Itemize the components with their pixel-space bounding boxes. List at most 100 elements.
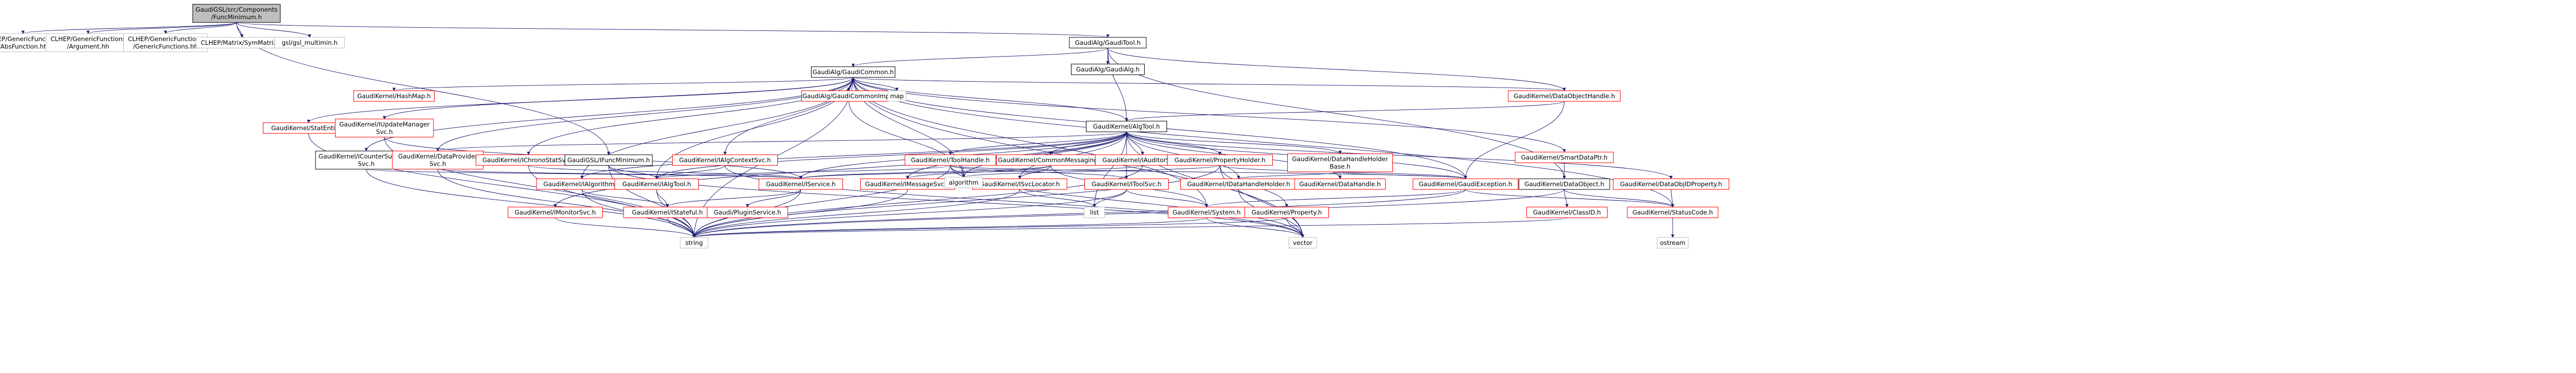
graph-node-n43[interactable]: GaudiKernel/System.h xyxy=(1168,207,1246,218)
graph-node-n25[interactable]: GaudiKernel/PropertyHolder.h xyxy=(1167,154,1273,166)
graph-node-n44[interactable]: GaudiKernel/Property.h xyxy=(1244,207,1329,218)
graph-node-n22[interactable]: GaudiKernel/ToolHandle.h xyxy=(904,154,996,166)
edge-n23-n32 xyxy=(1018,165,1051,179)
edge-n18-n29 xyxy=(608,165,659,179)
node-box xyxy=(1287,153,1393,172)
node-box xyxy=(335,118,434,138)
graph-node-n8[interactable]: GaudiAlg/GaudiCommon.h xyxy=(811,66,895,78)
node-label: GaudiKernel/DataObject.h xyxy=(1524,180,1604,188)
edge-n17-n47 xyxy=(528,165,696,238)
graph-node-n30[interactable]: GaudiKernel/IService.h xyxy=(759,178,843,190)
node-box xyxy=(1069,37,1147,49)
edge-n22-n29 xyxy=(655,165,951,179)
graph-node-n23[interactable]: GaudiKernel/CommonMessaging.h xyxy=(996,154,1105,166)
graph-node-n28[interactable]: GaudiKernel/IMonitorSvc.h xyxy=(508,207,603,218)
edge-n44-n47 xyxy=(692,217,1287,238)
graph-node-n18[interactable]: GaudiGSL/IFuncMinimum.h xyxy=(564,154,653,166)
node-label: GaudiKernel/PropertyHolder.h xyxy=(1175,156,1265,164)
graph-node-n48: vector xyxy=(1288,237,1317,249)
node-label: list xyxy=(1090,209,1099,216)
node-box xyxy=(707,207,788,218)
graph-node-n11: map xyxy=(887,90,907,102)
node-box xyxy=(759,178,843,190)
graph-node-n38[interactable]: GaudiKernel/DataObjIDProperty.h xyxy=(1613,178,1729,190)
node-box xyxy=(615,178,699,190)
node-box xyxy=(1084,178,1169,190)
edge-n25-n48 xyxy=(1219,165,1305,238)
node-box xyxy=(1508,90,1621,102)
node-label: GaudiKernel/HashMap.h xyxy=(357,92,431,100)
graph-node-n41[interactable]: GaudiKernel/IStateful.h xyxy=(623,207,712,218)
graph-node-n17[interactable]: GaudiKernel/IChronoStatSvc.h xyxy=(476,154,581,166)
node-label: GaudiKernel/ISvcLocator.h xyxy=(980,180,1060,188)
node-box xyxy=(1518,178,1610,190)
graph-node-n10[interactable]: GaudiAlg/GaudiCommonImp.h xyxy=(801,90,896,102)
node-label: GaudiKernel/DataObjIDProperty.h xyxy=(1620,180,1722,188)
edge-n20-n16 xyxy=(436,131,1127,152)
edge-n20-n38 xyxy=(1126,131,1673,179)
node-label: GaudiKernel/IAlgContextSvc.h xyxy=(679,156,771,164)
node-box xyxy=(1086,121,1167,132)
node-box xyxy=(1613,178,1729,190)
graph-node-n29[interactable]: GaudiKernel/IAlgTool.h xyxy=(615,178,699,190)
node-label: GaudiGSL/src/Components xyxy=(195,6,278,13)
graph-node-n33[interactable]: GaudiKernel/IToolSvc.h xyxy=(1084,178,1169,190)
node-label: GaudiKernel/IAlgTool.h xyxy=(623,180,691,188)
edge-n0-n2 xyxy=(86,22,237,34)
graph-node-n27[interactable]: GaudiKernel/IAlgorithm.h xyxy=(536,178,628,190)
edge-n19-n29 xyxy=(655,165,726,179)
edge-n32-n47 xyxy=(692,189,1020,238)
graph-node-n46[interactable]: GaudiKernel/StatusCode.h xyxy=(1627,207,1719,218)
graph-node-n12[interactable]: GaudiKernel/DataObjectHandle.h xyxy=(1508,90,1621,102)
edge-n8-n20 xyxy=(853,77,1129,122)
graph-node-n45[interactable]: GaudiKernel/ClassID.h xyxy=(1526,207,1608,218)
node-box xyxy=(564,154,653,166)
graph-node-n6[interactable]: GaudiAlg/GaudiTool.h xyxy=(1069,37,1147,49)
node-label: GaudiKernel/DataObjectHandle.h xyxy=(1514,92,1615,100)
edge-n6-n12 xyxy=(1107,47,1566,91)
graph-node-n7[interactable]: GaudiAlg/GaudiAlg.h xyxy=(1071,64,1145,75)
edge-n24-n30 xyxy=(799,165,1143,179)
node-box xyxy=(1244,207,1329,218)
node-label: GaudiKernel/GaudiException.h xyxy=(1419,180,1512,188)
edge-n8-n12 xyxy=(853,77,1566,91)
node-box xyxy=(1167,154,1273,166)
node-label: /FuncMinimum.h xyxy=(211,13,262,21)
graph-node-n42[interactable]: Gaudi/PluginService.h xyxy=(707,207,788,218)
node-label: GaudiKernel/IService.h xyxy=(766,180,836,188)
node-box xyxy=(192,4,281,23)
node-label: map xyxy=(890,92,904,100)
graph-node-n40: list xyxy=(1084,207,1105,218)
graph-node-n3: CLHEP/GenericFunctions/GenericFunctions.… xyxy=(123,33,208,52)
graph-node-n0[interactable]: GaudiGSL/src/Components/FuncMinimum.h xyxy=(192,4,281,23)
node-box xyxy=(123,33,208,52)
node-label: GaudiKernel/IMonitorSvc.h xyxy=(515,209,596,216)
edge-n16-n30 xyxy=(437,169,802,179)
graph-node-n34[interactable]: GaudiKernel/IDataHandleHolder.h xyxy=(1180,178,1297,190)
graph-node-n19[interactable]: GaudiKernel/IAlgContextSvc.h xyxy=(672,154,778,166)
node-label: Gaudi/PluginService.h xyxy=(714,209,781,216)
graph-node-n35[interactable]: GaudiKernel/DataHandle.h xyxy=(1294,178,1386,190)
graph-node-n9[interactable]: GaudiKernel/HashMap.h xyxy=(353,90,435,102)
edge-n44-n48 xyxy=(1286,217,1305,238)
graph-node-n37[interactable]: GaudiKernel/DataObject.h xyxy=(1518,178,1610,190)
node-label: GaudiKernel/IToolSvc.h xyxy=(1092,180,1162,188)
node-label: GaudiKernel/IAlgorithm.h xyxy=(543,180,620,188)
graph-node-n13[interactable]: GaudiKernel/StatEntity.h xyxy=(263,122,355,134)
graph-node-n36[interactable]: GaudiKernel/GaudiException.h xyxy=(1413,178,1518,190)
graph-node-n32[interactable]: GaudiKernel/ISvcLocator.h xyxy=(972,178,1067,190)
graph-node-n31[interactable]: GaudiKernel/IMessageSvc.h xyxy=(860,178,955,190)
node-box xyxy=(1294,178,1386,190)
edge-n25-n39 xyxy=(962,165,1220,178)
graph-node-n20[interactable]: GaudiKernel/AlgTool.h xyxy=(1086,121,1167,132)
graph-node-n21[interactable]: GaudiKernel/SmartDataPtr.h xyxy=(1515,152,1614,163)
edge-n8-n16 xyxy=(436,77,854,152)
node-label: GaudiKernel/ClassID.h xyxy=(1533,209,1601,216)
edge-n8-n14 xyxy=(382,77,854,120)
node-label: string xyxy=(685,239,703,247)
edge-n12-n20 xyxy=(1125,101,1565,122)
node-label: /Argument.hh xyxy=(67,43,109,50)
